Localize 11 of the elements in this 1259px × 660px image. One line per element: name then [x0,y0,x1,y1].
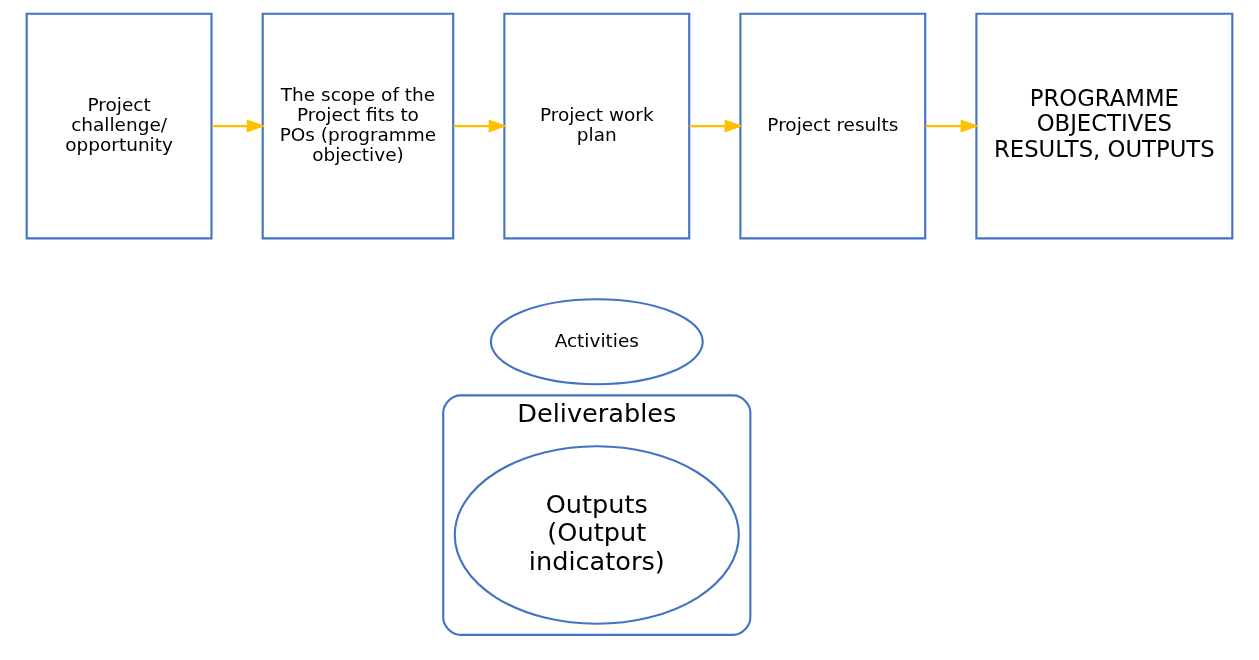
arrow [453,119,508,133]
arrow [925,119,980,133]
node-box: Project results [739,12,927,240]
node-ellipse: Activities [489,298,704,386]
arrow [689,119,744,133]
node-ellipse: Outputs (Output indicators) [453,445,740,625]
arrow [211,119,266,133]
node-box: Project work plan [503,12,691,240]
node-box: PROGRAMME OBJECTIVES RESULTS, OUTPUTS [975,12,1234,240]
node-box: Project challenge/ opportunity [25,12,213,240]
node-box: The scope of the Project fits to POs (programme objective) [261,12,455,240]
